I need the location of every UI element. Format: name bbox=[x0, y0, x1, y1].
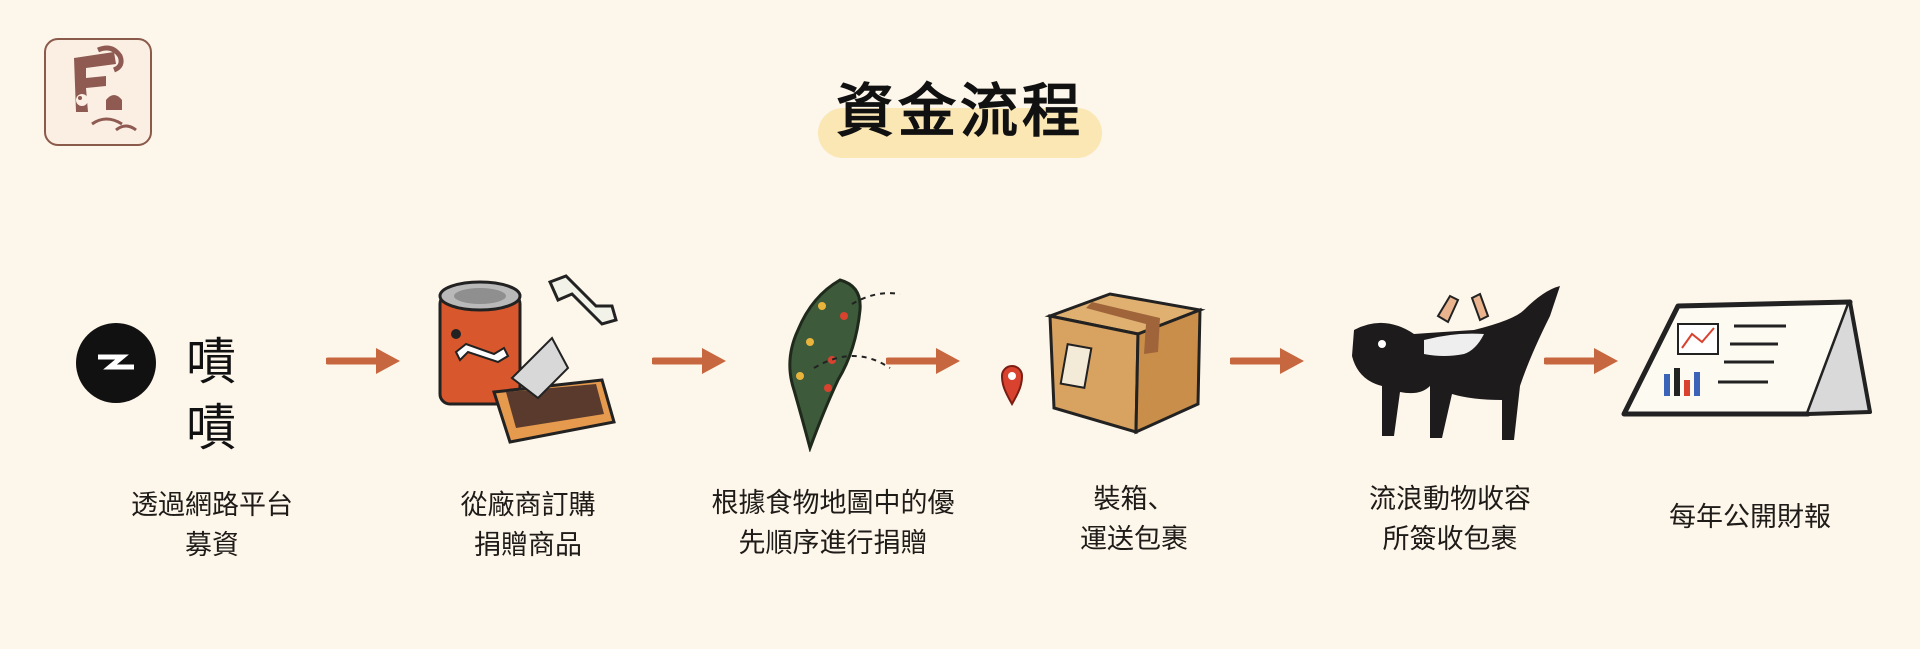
step-2-label: 從廠商訂購 捐贈商品 bbox=[398, 486, 658, 566]
arrow-right-icon bbox=[1544, 348, 1618, 374]
step-3-label: 根據食物地圖中的優 先順序進行捐贈 bbox=[688, 484, 978, 564]
step-6-label: 每年公開財報 bbox=[1620, 498, 1880, 538]
title-block: 資金流程 bbox=[818, 72, 1102, 158]
forever-friends-logo bbox=[44, 38, 152, 146]
step-1-line-2: 募資 bbox=[185, 530, 239, 561]
page-title: 資金流程 bbox=[835, 77, 1084, 145]
step-3-line-1: 根據食物地圖中的優 bbox=[711, 488, 955, 519]
title-highlight bbox=[818, 108, 1102, 158]
step-6-line-1: 每年公開財報 bbox=[1669, 502, 1831, 533]
arrow-right-icon bbox=[1230, 348, 1304, 374]
zeczec-brand: 嘖嘖 bbox=[76, 323, 316, 457]
step-3-line-2: 先順序進行捐贈 bbox=[738, 528, 928, 559]
arrow-right-icon bbox=[652, 348, 726, 374]
step-4-label: 裝箱、 運送包裹 bbox=[1004, 480, 1264, 560]
zeczec-logo-icon bbox=[76, 323, 156, 403]
arrow-right-icon bbox=[326, 348, 400, 374]
pet-food-can-icon bbox=[438, 274, 618, 444]
arrow-right-icon bbox=[886, 348, 960, 374]
step-5-label: 流浪動物收容 所簽收包裹 bbox=[1320, 480, 1580, 560]
step-5-line-2: 所簽收包裹 bbox=[1382, 524, 1518, 555]
step-2-line-2: 捐贈商品 bbox=[474, 530, 582, 561]
step-2-line-1: 從廠商訂購 bbox=[460, 490, 596, 521]
cardboard-box-icon bbox=[1044, 292, 1206, 435]
dog-receiving-icon bbox=[1352, 286, 1560, 440]
step-1-line-1: 透過網路平台 bbox=[131, 490, 293, 521]
step-4-line-2: 運送包裹 bbox=[1080, 524, 1188, 555]
brand-name: 嘖嘖 bbox=[186, 333, 254, 457]
location-pin-icon bbox=[1000, 365, 1024, 406]
financial-report-icon bbox=[1621, 299, 1872, 417]
step-1-label: 透過網路平台 募資 bbox=[82, 486, 342, 566]
step-5-line-1: 流浪動物收容 bbox=[1369, 484, 1531, 515]
step-4-line-1: 裝箱、 bbox=[1093, 484, 1175, 515]
taiwan-map-icon bbox=[788, 278, 901, 452]
